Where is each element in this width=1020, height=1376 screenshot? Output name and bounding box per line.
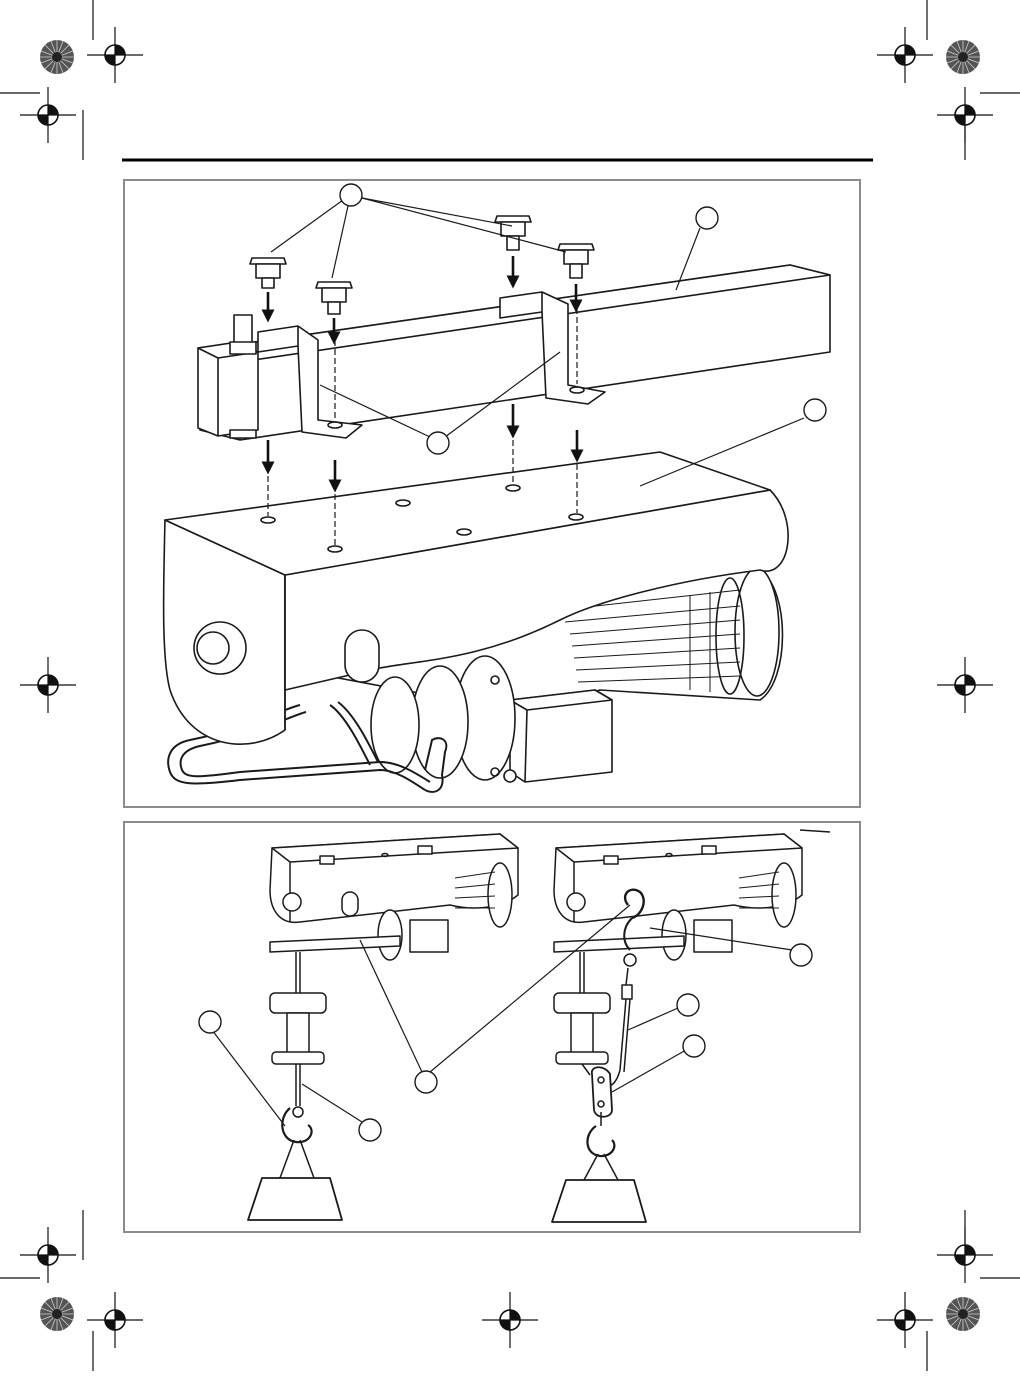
color-target-icon	[40, 40, 74, 74]
registration-crosshair-icon	[20, 1227, 76, 1283]
callout-wire-rope	[359, 1119, 381, 1141]
registration-crosshair-icon	[87, 27, 143, 83]
callout-fixing-point	[790, 944, 812, 966]
callout-hook	[199, 1011, 221, 1033]
registration-crosshair-icon	[937, 657, 993, 713]
color-target-icon	[946, 40, 980, 74]
callout-bolts	[340, 184, 362, 206]
control-box	[510, 690, 612, 782]
color-target-icon	[40, 1297, 74, 1331]
figure-1-panel	[124, 180, 860, 807]
callout-brackets	[427, 432, 449, 454]
color-target-icon	[946, 1297, 980, 1331]
registration-crosshair-icon	[937, 87, 993, 143]
registration-crosshair-icon	[20, 87, 76, 143]
registration-crosshair-icon	[937, 1227, 993, 1283]
callout-beam	[696, 207, 718, 229]
callout-hoist	[804, 399, 826, 421]
registration-crosshair-icon	[482, 1292, 538, 1348]
registration-crosshair-icon	[20, 657, 76, 713]
callout-rope-second-line	[677, 994, 699, 1016]
registration-crosshair-icon	[877, 1292, 933, 1348]
callout-pulley	[683, 1035, 705, 1057]
figure-2-panel	[124, 822, 860, 1232]
registration-crosshair-icon	[87, 1292, 143, 1348]
registration-crosshair-icon	[877, 27, 933, 83]
callout-rail-hook	[415, 1071, 437, 1093]
